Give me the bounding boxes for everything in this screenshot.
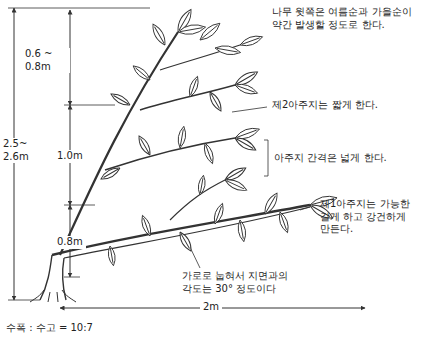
leaf — [139, 214, 153, 237]
leaf — [239, 33, 264, 48]
dimension-label: 1.0m — [56, 150, 86, 163]
leaf — [202, 142, 216, 165]
dimension-label: 0.8m — [56, 236, 86, 249]
note-text: 나무 윗쪽은 여름순과 가을순이 약간 발생할 정도로 한다. — [272, 6, 422, 31]
leaf — [233, 135, 258, 154]
leaf — [131, 63, 152, 83]
note-text: 제1아주지는 가능한 길게 하고 강건하게 만든다. — [320, 198, 432, 236]
leaf — [262, 191, 281, 216]
leaf — [197, 20, 222, 43]
leaf — [187, 75, 201, 98]
leaf — [197, 175, 207, 196]
note-text: 제2아주지는 짧게 한다. — [272, 99, 422, 112]
note-text: 아주지 간격은 넓게 한다. — [274, 152, 424, 165]
leaf — [150, 22, 169, 47]
note-text: 가로로 눕혀서 지면과의 각도는 30° 정도이다 — [182, 270, 300, 295]
leaf — [214, 44, 241, 57]
dimension-label: 2m — [200, 301, 222, 314]
leaf — [109, 91, 132, 108]
leaf — [234, 81, 259, 96]
dimension-label: 2.5~ 2.6m — [2, 138, 32, 163]
leaf — [237, 219, 248, 242]
dimension-label: 0.6 ~ 0.8m — [24, 48, 70, 73]
leaf — [136, 134, 153, 157]
leaf — [99, 165, 122, 182]
leaf — [107, 245, 117, 266]
leaf — [223, 177, 248, 194]
leaf — [177, 230, 194, 253]
ratio-label: 수폭 : 수고 = 10:7 — [6, 322, 166, 335]
leaf — [177, 126, 188, 149]
leaf — [207, 90, 224, 113]
leaf — [277, 211, 291, 234]
leaf — [212, 202, 226, 225]
